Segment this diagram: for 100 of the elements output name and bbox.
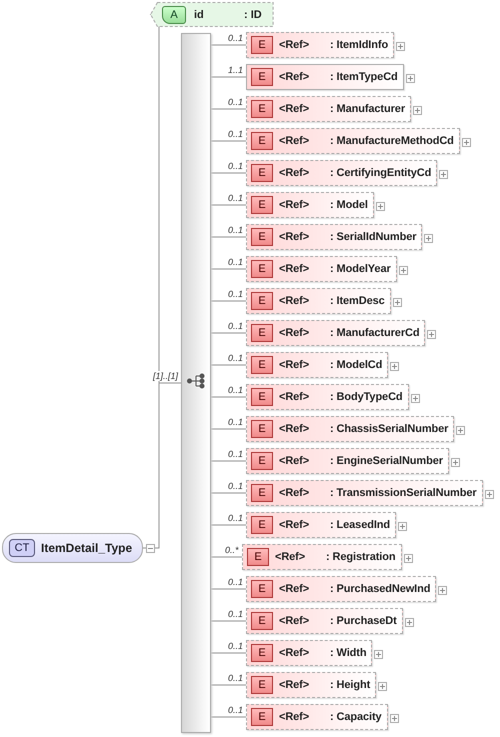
element-name: : ItemTypeCd	[330, 71, 398, 83]
element-box	[246, 32, 394, 58]
multiplicity-label: 0..1	[228, 97, 244, 107]
element-name: : Height	[330, 679, 370, 691]
type-name: ItemDetail_Type	[41, 541, 132, 555]
ref-text: <Ref>	[279, 231, 310, 243]
ref-text: <Ref>	[279, 455, 310, 467]
ref-text: <Ref>	[279, 679, 310, 691]
element-name: : PurchaseDt	[330, 615, 397, 627]
element-box	[246, 288, 391, 314]
multiplicity-label: 0..1	[228, 641, 244, 651]
element-box	[246, 640, 372, 666]
ref-text: <Ref>	[279, 39, 310, 51]
element-badge: E	[247, 548, 269, 566]
connector-line	[210, 652, 246, 654]
connector-line	[210, 236, 246, 238]
connector-line	[210, 716, 246, 718]
multiplicity-label: 0..1	[228, 481, 244, 491]
element-name: : ItemDesc	[330, 295, 385, 307]
element-name: : ModelCd	[330, 359, 382, 371]
element-name: : ChassisSerialNumber	[330, 423, 448, 435]
element-badge: E	[251, 324, 273, 342]
multiplicity-label: 0..1	[228, 129, 244, 139]
multiplicity-label: [1]..[1]	[153, 371, 178, 381]
attribute-badge: A	[162, 6, 186, 24]
ref-text: <Ref>	[279, 615, 310, 627]
element-badge: E	[251, 196, 273, 214]
element-name: : Model	[330, 199, 368, 211]
connector-line	[210, 492, 246, 494]
element-name: : Manufacturer	[330, 103, 405, 115]
element-name: : ModelYear	[330, 263, 391, 275]
ref-text: <Ref>	[279, 263, 310, 275]
element-badge: E	[251, 516, 273, 534]
multiplicity-label: 0..1	[228, 577, 244, 587]
sequence-bar	[181, 33, 211, 733]
ref-text: <Ref>	[279, 583, 310, 595]
element-box	[246, 448, 449, 474]
element-name: : Width	[330, 647, 366, 659]
element-badge: E	[251, 36, 273, 54]
ref-text: <Ref>	[279, 391, 310, 403]
multiplicity-label: 0..1	[228, 417, 244, 427]
element-badge: E	[251, 644, 273, 662]
element-badge: E	[251, 356, 273, 374]
element-box	[246, 384, 409, 410]
element-box	[246, 256, 397, 282]
element-badge: E	[251, 452, 273, 470]
connector-line	[210, 140, 246, 142]
connector-line	[210, 300, 246, 302]
ref-text: <Ref>	[279, 167, 310, 179]
element-name: : ManufacturerCd	[330, 327, 420, 339]
element-box	[246, 128, 460, 154]
ref-text: <Ref>	[279, 295, 310, 307]
multiplicity-label: 0..1	[228, 449, 244, 459]
multiplicity-label: 0..1	[228, 321, 244, 331]
ref-text: <Ref>	[279, 711, 310, 723]
multiplicity-label: 0..1	[228, 353, 244, 363]
element-badge: E	[251, 68, 273, 86]
element-box	[242, 544, 402, 570]
element-box	[246, 608, 403, 634]
element-box	[246, 480, 483, 506]
element-name: : ItemIdInfo	[330, 39, 388, 51]
element-box	[246, 512, 396, 538]
element-box	[246, 352, 388, 378]
connector-line	[210, 108, 246, 110]
multiplicity-label: 0..1	[228, 513, 244, 523]
ref-text: <Ref>	[279, 359, 310, 371]
multiplicity-label: 0..1	[228, 609, 244, 619]
connector-line	[210, 364, 246, 366]
element-name: : Registration	[326, 551, 396, 563]
element-badge: E	[251, 420, 273, 438]
connector-line	[210, 620, 246, 622]
ref-text: <Ref>	[279, 487, 310, 499]
connector-line	[210, 396, 246, 398]
connector-line	[210, 332, 246, 334]
multiplicity-label: 0..*	[225, 545, 239, 555]
element-badge: E	[251, 260, 273, 278]
connector-line	[210, 460, 246, 462]
ref-text: <Ref>	[279, 71, 310, 83]
connector-line	[210, 268, 246, 270]
connector-line	[210, 76, 246, 78]
element-badge: E	[251, 612, 273, 630]
connector-line	[210, 44, 246, 46]
connector-line	[210, 204, 246, 206]
connector-line	[210, 556, 242, 558]
multiplicity-label: 0..1	[228, 161, 244, 171]
connector-line	[210, 524, 246, 526]
element-name: : Capacity	[330, 711, 382, 723]
connector-line	[210, 684, 246, 686]
element-name: : EngineSerialNumber	[330, 455, 443, 467]
multiplicity-label: 0..1	[228, 257, 244, 267]
element-name: : PurchasedNewInd	[330, 583, 430, 595]
element-box	[246, 672, 376, 698]
connector-line	[210, 172, 246, 174]
connector-line	[210, 588, 246, 590]
element-badge: E	[251, 580, 273, 598]
multiplicity-label: 0..1	[228, 225, 244, 235]
multiplicity-label: 0..1	[228, 289, 244, 299]
element-box	[246, 320, 426, 346]
attribute-type: : ID	[244, 8, 262, 20]
element-name: : BodyTypeCd	[330, 391, 403, 403]
